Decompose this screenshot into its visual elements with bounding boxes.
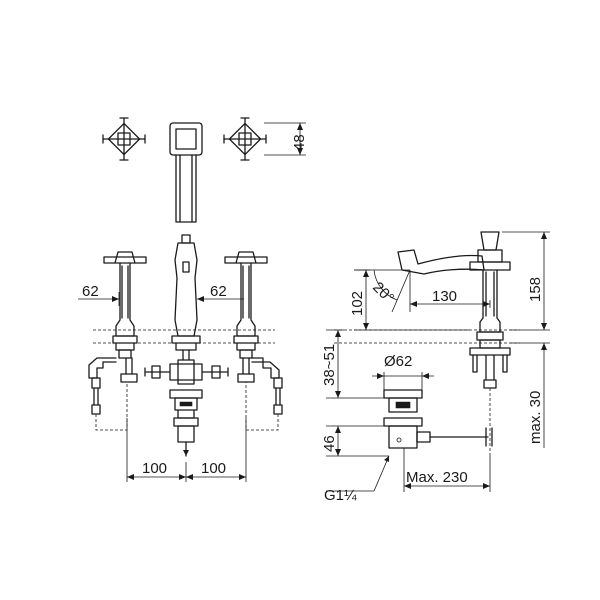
front-view: 62 62 — [78, 234, 283, 482]
dimension-38-51: 38~51 — [321, 329, 384, 399]
dimension-max-230-label: Max. 230 — [406, 469, 468, 486]
dimension-max-230: Max. 230 — [403, 448, 491, 492]
dimension-130: 130 — [409, 270, 491, 312]
dimension-max-30-label: max. 30 — [527, 391, 544, 444]
thread-label-text: G1¼ — [324, 487, 357, 504]
dimension-102-label: 102 — [349, 291, 366, 316]
top-view: 48 — [102, 117, 308, 223]
dimension-diameter-62-label: Ø62 — [384, 353, 412, 370]
left-handle-front — [103, 251, 147, 359]
dimension-62-left-label: 62 — [82, 283, 99, 300]
supply-connections — [88, 349, 283, 431]
drain-side — [383, 389, 493, 449]
dimension-62-left: 62 — [78, 283, 120, 306]
dimension-62-right: 62 — [197, 283, 244, 302]
drain-front — [169, 389, 203, 457]
dimension-48: 48 — [264, 122, 308, 156]
dimension-spacing: 100 100 — [126, 418, 247, 482]
side-view: 20° 102 130 158 max. 30 — [321, 231, 550, 504]
dimension-130-label: 130 — [432, 288, 457, 305]
dimension-100-left-label: 100 — [142, 460, 167, 477]
dimension-48-label: 48 — [291, 134, 308, 151]
dimension-46-label: 46 — [321, 435, 338, 452]
dimension-158: 158 — [502, 231, 550, 331]
thread-label: G1¼ — [324, 455, 390, 504]
left-cross-handle-top — [102, 117, 146, 161]
spout-top — [169, 122, 203, 223]
angle-20-label: 20° — [369, 279, 397, 307]
dimension-158-label: 158 — [527, 277, 544, 302]
right-cross-handle-top — [223, 117, 267, 161]
spout-side — [397, 231, 511, 455]
spout-front — [171, 234, 201, 351]
dimension-max-30: max. 30 — [510, 342, 550, 448]
dimension-38-51-label: 38~51 — [321, 344, 338, 386]
dimension-62-right-label: 62 — [210, 283, 227, 300]
right-handle-front — [224, 251, 268, 359]
dimension-diameter-62: Ø62 — [372, 353, 434, 390]
dimension-46: 46 — [321, 425, 389, 457]
dimension-100-right-label: 100 — [201, 460, 226, 477]
